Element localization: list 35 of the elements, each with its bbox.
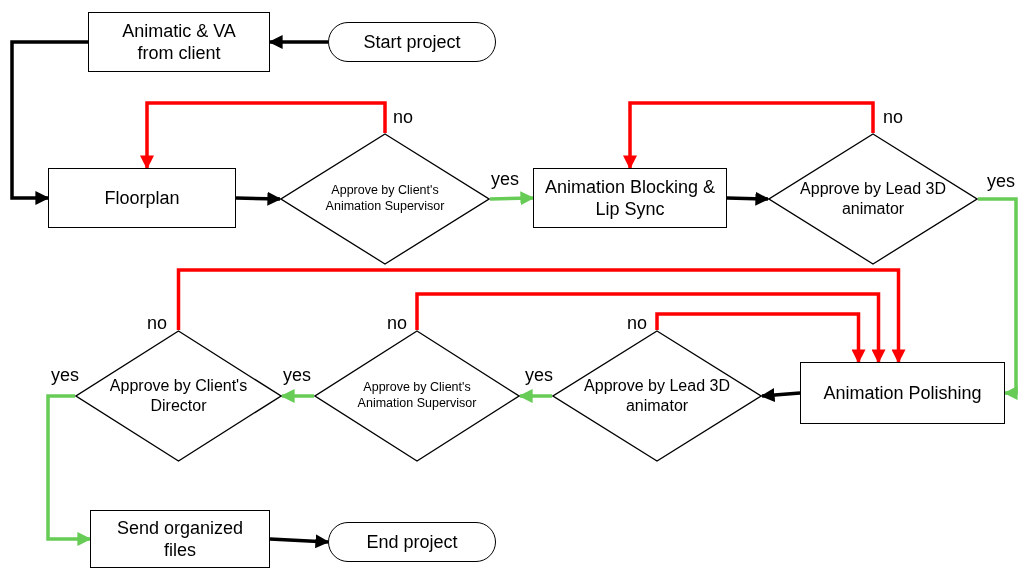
arrow [235,191,282,206]
node-text: Approve by Lead 3D animator [583,376,731,416]
arrow [623,101,875,170]
node-text: Start project [363,30,461,54]
node-text: Approve by Lead 3D animator [799,179,947,219]
node-text: Approve by Client's Animation Supervisor [356,380,478,412]
process-box [48,168,236,228]
arrow [978,197,1018,400]
process-box [88,12,270,72]
arrow [280,389,314,403]
process-box [800,362,1005,424]
node-text: Approve by Client's Animation Supervisor [324,183,446,215]
process-box [533,168,727,228]
arrow [10,40,88,205]
arrow [46,394,92,546]
node-text: Floorplan [104,186,180,210]
arrow [269,534,330,549]
node-text: Animation Blocking & Lip Sync [543,175,717,221]
terminal-box [328,522,496,562]
node-text: Animation Polishing [823,381,982,405]
arrow [268,35,328,49]
node-text: End project [366,530,458,554]
node-text: Approve by Client's Director [108,376,249,416]
node-text: Send organized files [115,516,245,562]
arrow [655,312,866,364]
arrow [489,191,535,206]
arrow [415,292,886,364]
arrow [726,191,770,206]
arrow [140,101,387,170]
arrow [518,389,552,403]
process-box [90,510,270,568]
node-text: Animatic & VA from client [121,19,237,65]
arrow [176,268,906,364]
arrow [760,388,801,402]
terminal-box [328,22,496,62]
